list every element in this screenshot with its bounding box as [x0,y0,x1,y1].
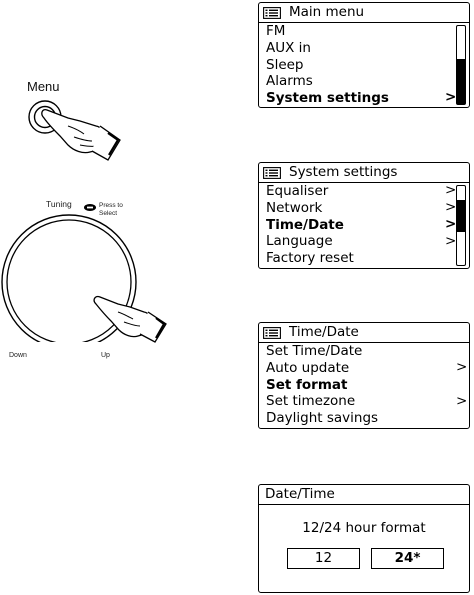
menu-item-factory-reset[interactable]: Factory reset [266,250,469,267]
screen-title-bar: System settings [259,163,469,183]
format-prompt: 12/24 hour format [259,520,469,536]
chevron-right-icon: > [445,216,456,232]
screen-title-bar: Date/Time [259,485,469,505]
option-24-hour[interactable]: 24* [371,548,444,569]
down-label: Down [9,352,27,359]
scroll-thumb[interactable] [457,200,465,232]
chevron-right-icon: > [445,233,456,249]
up-label: Up [101,352,110,359]
menu-item-aux-in[interactable]: AUX in [266,40,469,57]
menu-item-time-date[interactable]: Time/Date [266,217,469,234]
screen-title-bar: Time/Date [259,323,469,343]
menu-item-daylight-savings[interactable]: Daylight savings [266,410,469,427]
time-date-screen: Time/Date Set Time/Date Auto update Set … [258,322,470,429]
screen-title: Time/Date [289,323,359,342]
select-button-icon [83,203,97,212]
chevron-right-icon: > [445,89,456,105]
menu-label: Menu [27,79,60,94]
screen-title: Main menu [289,3,364,22]
menu-item-network[interactable]: Network [266,200,469,217]
screen-title: System settings [289,163,397,182]
menu-item-sleep[interactable]: Sleep [266,57,469,74]
main-menu-screen: Main menu FM AUX in Sleep Alarms System … [258,2,470,108]
menu-item-set-time-date[interactable]: Set Time/Date [266,343,469,360]
pointing-hand-icon [38,104,128,174]
menu-item-set-format[interactable]: Set format [266,377,469,394]
menu-list-icon [263,7,281,19]
chevron-right-icon: > [456,393,467,409]
tuning-label: Tuning [46,199,72,209]
menu-list-icon [263,327,281,339]
scrollbar[interactable] [456,25,466,105]
menu-item-set-timezone[interactable]: Set timezone [266,393,469,410]
chevron-right-icon: > [445,182,456,198]
system-settings-screen: System settings Equaliser Network Time/D… [258,162,470,269]
scrollbar[interactable] [456,185,466,266]
menu-item-alarms[interactable]: Alarms [266,73,469,90]
chevron-right-icon: > [445,199,456,215]
menu-item-fm[interactable]: FM [266,23,469,40]
menu-item-auto-update[interactable]: Auto update [266,360,469,377]
pointing-hand-icon [92,292,172,352]
menu-item-system-settings[interactable]: System settings [266,90,469,107]
screen-title: Date/Time [265,485,335,504]
menu-item-language[interactable]: Language [266,233,469,250]
chevron-right-icon: > [456,359,467,375]
option-12-hour[interactable]: 12 [287,548,360,569]
menu-list-icon [263,167,281,179]
date-time-format-screen: Date/Time 12/24 hour format 12 24* [258,484,470,593]
scroll-thumb[interactable] [457,59,465,104]
menu-item-equaliser[interactable]: Equaliser [266,183,469,200]
screen-title-bar: Main menu [259,3,469,23]
